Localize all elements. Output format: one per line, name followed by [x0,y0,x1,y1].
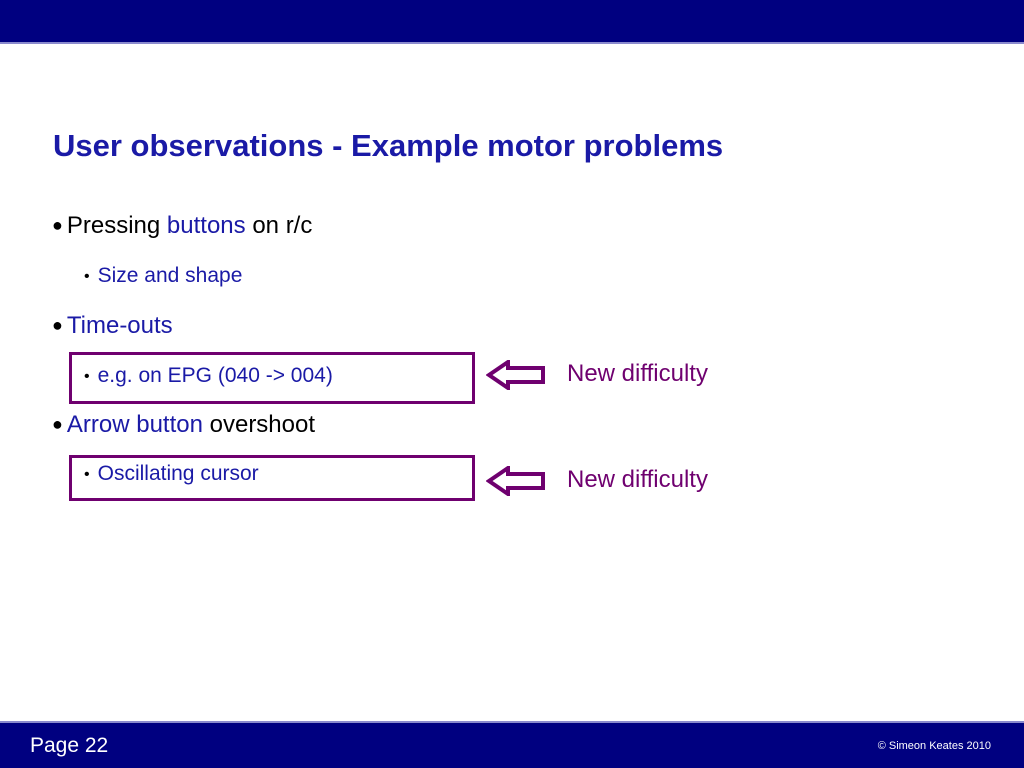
footer-rule [0,721,1024,723]
keyword-arrow-button: Arrow button [66,411,203,438]
bullet-arrow-button-overshoot: ●Arrow button overshoot [52,411,316,438]
bullet-dot-icon: • [84,466,90,483]
note-new-difficulty-2: New difficulty [567,466,708,493]
header-rule [0,42,1024,44]
left-double-arrow-icon [486,360,545,390]
bullet-dot-icon: ● [52,215,63,235]
highlight-box-cursor [69,455,475,501]
header-bar [0,0,1024,42]
copyright-text: © Simeon Keates 2010 [877,740,991,752]
sub-bullet-cursor: •Oscillating cursor [84,462,259,485]
footer-bar [0,723,1024,768]
highlight-box-epg [69,352,475,404]
page-number: Page 22 [30,734,109,757]
bullet-pressing-buttons: ●Pressing buttons on r/c [52,212,313,239]
bullet-dot-icon: • [84,268,90,285]
bullet-dot-icon: ● [52,315,63,335]
note-new-difficulty-1: New difficulty [567,360,708,387]
sub-bullet-size-shape: •Size and shape [84,264,243,287]
bullet-dot-icon: ● [52,414,63,434]
left-double-arrow-icon [486,466,545,496]
bullet-dot-icon: • [84,368,90,385]
keyword-buttons: buttons [166,212,246,239]
slide-title: User observations - Example motor proble… [53,128,724,163]
sub-bullet-epg: •e.g. on EPG (040 -> 004) [84,364,333,387]
bullet-time-outs: ●Time-outs [52,312,173,339]
